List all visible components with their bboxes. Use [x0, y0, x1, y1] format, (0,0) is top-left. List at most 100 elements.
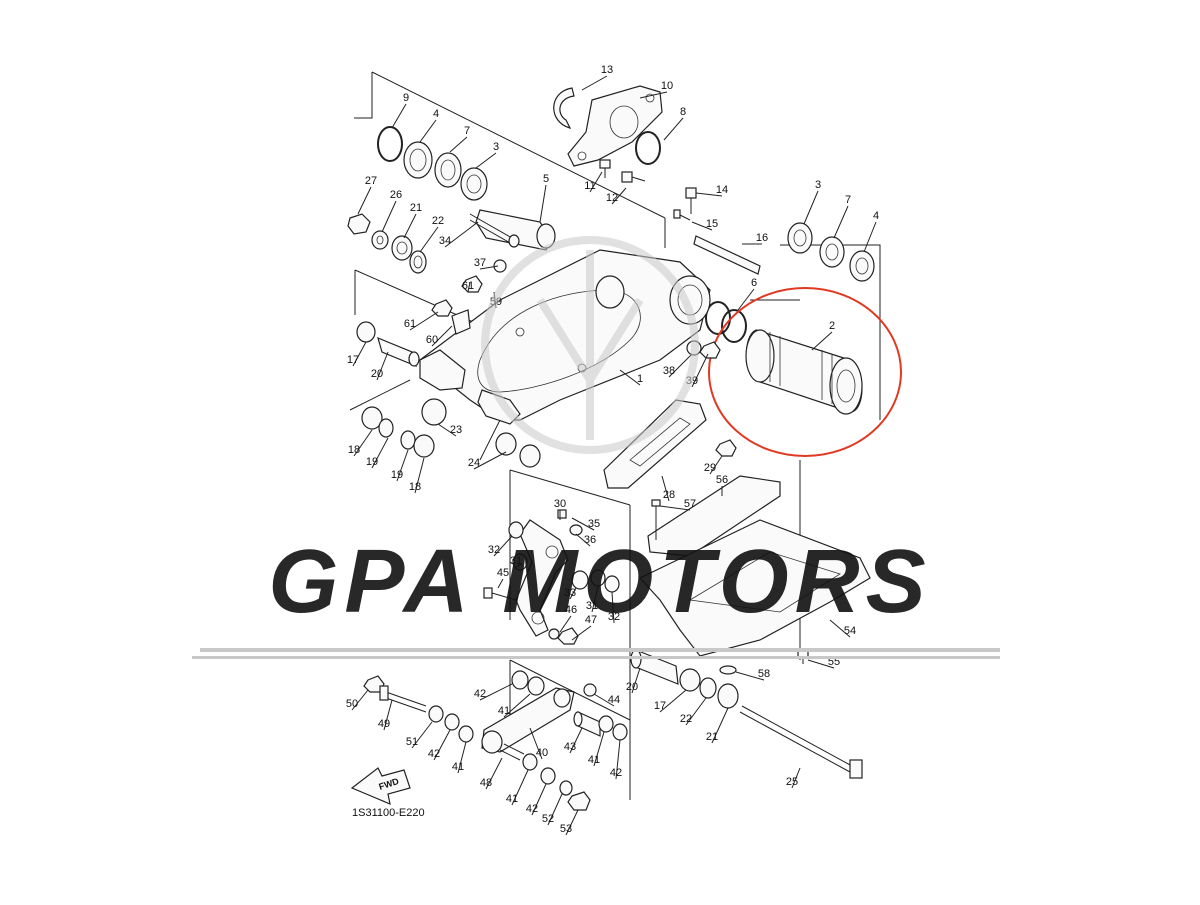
bearing-17-lower — [679, 668, 701, 692]
callout-41: 41 — [588, 754, 600, 766]
seal-19-a — [378, 418, 394, 438]
chain-slider-56 — [647, 475, 781, 557]
callout-43: 43 — [564, 741, 576, 753]
bearing-24-b — [519, 444, 541, 468]
leader-line-42 — [615, 739, 621, 780]
bearing-42-c — [612, 723, 628, 741]
mudguard-54 — [639, 519, 871, 675]
leader-line-31 — [591, 585, 599, 613]
seal-19-b — [400, 430, 416, 450]
callout-18: 18 — [409, 481, 421, 493]
callout-47: 47 — [585, 614, 597, 626]
screw-15 — [673, 209, 691, 221]
bearing-18-a — [361, 406, 383, 430]
callout-35: 35 — [588, 518, 600, 530]
nut-39 — [699, 341, 721, 359]
leader-line-19 — [371, 437, 389, 469]
callout-8: 8 — [680, 106, 686, 118]
clip-60 — [451, 309, 471, 335]
callout-3: 3 — [815, 179, 821, 191]
callout-46: 46 — [565, 604, 577, 616]
screw-35 — [557, 509, 567, 519]
leader-line-1 — [619, 369, 641, 386]
leader-line-9 — [391, 103, 407, 129]
callout-57: 57 — [684, 498, 696, 510]
leader-line-38 — [668, 353, 693, 378]
callout-42: 42 — [428, 748, 440, 760]
bearing-21-lower — [717, 683, 739, 709]
leader-line-10 — [639, 91, 668, 99]
highlight-circle — [708, 287, 902, 457]
leader-line-21 — [711, 707, 729, 744]
leader-line-32 — [611, 591, 615, 624]
watermark-bar-bottom — [192, 656, 1000, 659]
fwd-arrow: FWD — [350, 767, 411, 805]
leader-line-41 — [457, 741, 467, 774]
leader-line-41 — [503, 693, 531, 718]
leader-line-43 — [569, 727, 583, 754]
leader-line-17 — [659, 689, 687, 713]
bearing-42-a — [511, 670, 529, 690]
shaft-48 — [499, 743, 525, 761]
bearing-4 — [403, 141, 433, 179]
bolt-61-lower — [431, 299, 453, 317]
leader-line-2 — [811, 331, 833, 351]
nut-47 — [557, 627, 579, 645]
seal-22-lower — [699, 677, 717, 699]
leader-line-4 — [419, 119, 437, 143]
washer-46 — [548, 628, 560, 640]
callout-32: 32 — [608, 611, 620, 623]
leader-line-18 — [414, 457, 425, 494]
leader-line-61 — [409, 311, 439, 331]
leader-line-33 — [569, 587, 577, 600]
leader-line-46 — [559, 615, 572, 633]
bearing-21 — [391, 235, 413, 261]
leader-line-22 — [685, 697, 707, 726]
leader-line-28 — [661, 475, 670, 502]
bearing-3-right — [787, 222, 813, 254]
leader-line-23 — [437, 423, 457, 437]
watermark-text: GPA MOTORS — [268, 532, 931, 632]
callout-4: 4 — [433, 108, 439, 120]
connecting-rod-40 — [481, 687, 575, 754]
leader-line-47 — [571, 625, 592, 641]
callout-12: 12 — [606, 192, 618, 204]
callout-17: 17 — [654, 700, 666, 712]
callout-45: 45 — [497, 567, 509, 579]
callout-23: 23 — [450, 424, 462, 436]
leader-line-4 — [863, 221, 877, 253]
bearing-51 — [428, 705, 444, 723]
callout-5: 5 — [543, 173, 549, 185]
nut-61-upper — [461, 275, 483, 293]
o-ring-6b — [721, 309, 747, 343]
watermark: GPA MOTORS — [192, 236, 1000, 659]
leader-line-55 — [807, 659, 835, 669]
leader-line-40 — [529, 727, 543, 760]
leader-line-41 — [511, 769, 529, 806]
callout-18: 18 — [348, 444, 360, 456]
callout-38: 38 — [663, 365, 675, 377]
callout-54: 54 — [844, 625, 856, 637]
leader-line-32 — [493, 535, 513, 557]
callout-61: 61 — [462, 280, 474, 292]
callout-40: 40 — [536, 747, 548, 759]
callout-58: 58 — [758, 668, 770, 680]
callout-4: 4 — [873, 210, 879, 222]
bracket-plate-10 — [567, 85, 663, 167]
leader-line-54 — [829, 619, 851, 638]
leader-line-26 — [381, 200, 397, 233]
leader-line-19 — [396, 449, 409, 482]
callout-31: 31 — [510, 555, 522, 567]
callout-13: 13 — [601, 64, 613, 76]
bearing-17-left — [356, 321, 376, 343]
leader-line-8 — [663, 117, 684, 141]
callout-30: 30 — [554, 498, 566, 510]
bearing-18-b — [413, 434, 435, 458]
bearing-24-a — [495, 432, 517, 456]
nut-53 — [567, 791, 591, 811]
leader-line-22 — [419, 226, 439, 253]
leader-line-60 — [431, 325, 453, 347]
callout-36: 36 — [584, 534, 596, 546]
callout-34: 34 — [439, 235, 451, 247]
